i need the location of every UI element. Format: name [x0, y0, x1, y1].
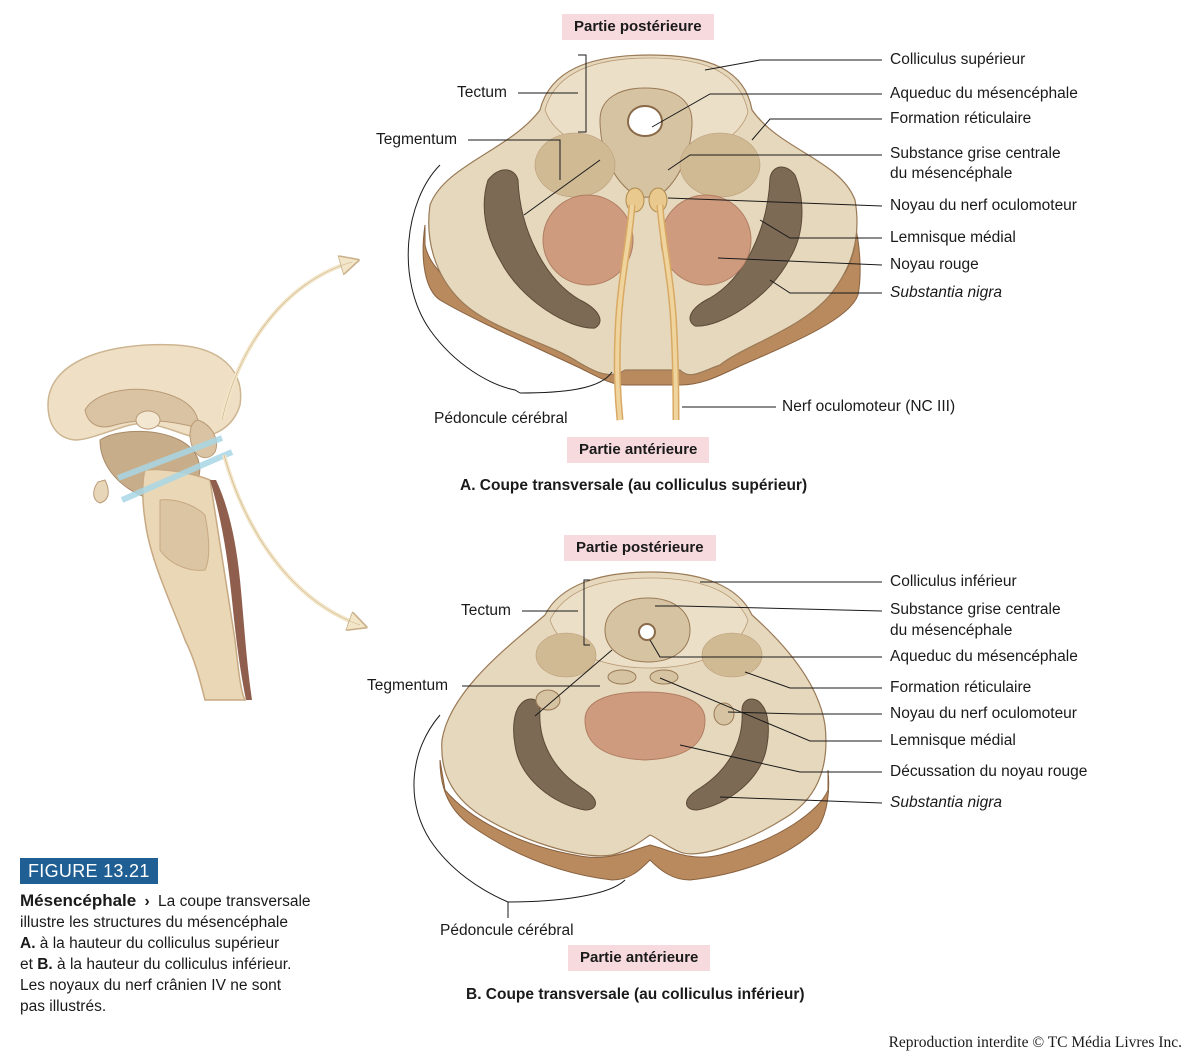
arrow-to-section-b	[222, 454, 360, 625]
section-a-label-substantia-nigra: Substantia nigra	[890, 284, 1003, 301]
chevron-right-icon: ›	[144, 893, 150, 910]
section-a-label-gray-1: Substance grise centrale	[890, 145, 1061, 162]
figure-description: Mésencéphale › La coupe transversale ill…	[20, 890, 360, 1017]
section-a-label-oculomotor-nerve: Nerf oculomoteur (NC III)	[782, 398, 956, 415]
section-a-label-aqueduct: Aqueduc du mésencéphale	[890, 85, 1078, 102]
section-a-label-medial-lemniscus: Lemnisque médial	[890, 229, 1016, 246]
section-b-label-oculomotor-nucleus: Noyau du nerf oculomoteur	[890, 705, 1077, 722]
section-a-tegmentum-label: Tegmentum	[376, 131, 457, 148]
arrow-to-section-b-outline	[223, 454, 361, 626]
section-b-label-red-nucleus-decussation: Décussation du noyau rouge	[890, 763, 1088, 780]
figure-description-line-5: Les noyaux du nerf crânien IV ne sont	[20, 977, 282, 994]
section-b-label-gray-2: du mésencéphale	[890, 622, 1013, 639]
section-a-label-gray-2: du mésencéphale	[890, 165, 1013, 182]
section-b-tectum-label: Tectum	[461, 602, 511, 619]
figure-number-badge: FIGURE 13.21	[20, 858, 158, 884]
section-a-peduncle-label: Pédoncule cérébral	[434, 410, 568, 427]
copyright-notice: Reproduction interdite © TC Média Livres…	[888, 1034, 1182, 1051]
figure-description-line-1: Mésencéphale › La coupe transversale	[20, 890, 360, 912]
section-a-label-reticular: Formation réticulaire	[890, 110, 1032, 127]
section-a-posterior-label: Partie postérieure	[562, 14, 714, 40]
section-b-label-aqueduct: Aqueduc du mésencéphale	[890, 648, 1078, 665]
section-b-caption: B. Coupe transversale (au colliculus inf…	[466, 986, 805, 1003]
figure-description-text-1: La coupe transversale	[153, 893, 311, 910]
figure-description-line-2: illustre les structures du mésencéphale	[20, 914, 288, 931]
figure-description-a-marker: A.	[20, 935, 36, 952]
section-a-tectum-label: Tectum	[457, 84, 507, 101]
section-a-leaders	[407, 54, 883, 408]
section-b-label-gray-1: Substance grise centrale	[890, 601, 1061, 618]
figure-description-text-3: à la hauteur du colliculus supérieur	[35, 935, 280, 952]
brainstem-sagittal-illustration	[47, 343, 252, 701]
section-a-caption: A. Coupe transversale (au colliculus sup…	[460, 477, 808, 494]
section-a-label-red-nucleus: Noyau rouge	[890, 256, 979, 273]
section-b-label-substantia-nigra: Substantia nigra	[890, 794, 1003, 811]
section-a-label-oculomotor-nucleus: Noyau du nerf oculomoteur	[890, 197, 1077, 214]
section-b-illustration	[439, 571, 830, 881]
section-b-label-medial-lemniscus: Lemnisque médial	[890, 732, 1016, 749]
arrow-to-section-a-outline	[221, 261, 353, 421]
figure-description-prefix-4: et	[20, 956, 38, 973]
figure-description-text-4: à la hauteur du colliculus inférieur.	[52, 956, 292, 973]
figure-description-line-3: A. à la hauteur du colliculus supérieur	[20, 933, 360, 954]
section-a-label-colliculus: Colliculus supérieur	[890, 51, 1026, 68]
section-b-leaders	[413, 579, 883, 918]
section-a-illustration	[422, 54, 861, 421]
section-b-label-colliculus: Colliculus inférieur	[890, 573, 1017, 590]
figure-description-b-marker: B.	[37, 956, 53, 973]
section-b-peduncle-label: Pédoncule cérébral	[440, 922, 574, 939]
section-b-posterior-label: Partie postérieure	[564, 535, 716, 561]
section-b-tegmentum-label: Tegmentum	[367, 677, 448, 694]
figure-description-line-6: pas illustrés.	[20, 998, 107, 1015]
section-b-label-reticular: Formation réticulaire	[890, 679, 1032, 696]
figure-title: Mésencéphale	[20, 891, 137, 910]
figure-description-line-4: et B. à la hauteur du colliculus inférie…	[20, 954, 360, 975]
section-b-anterior-label: Partie antérieure	[568, 945, 711, 971]
arrow-to-section-a	[220, 262, 352, 421]
section-a-anterior-label: Partie antérieure	[567, 437, 710, 463]
